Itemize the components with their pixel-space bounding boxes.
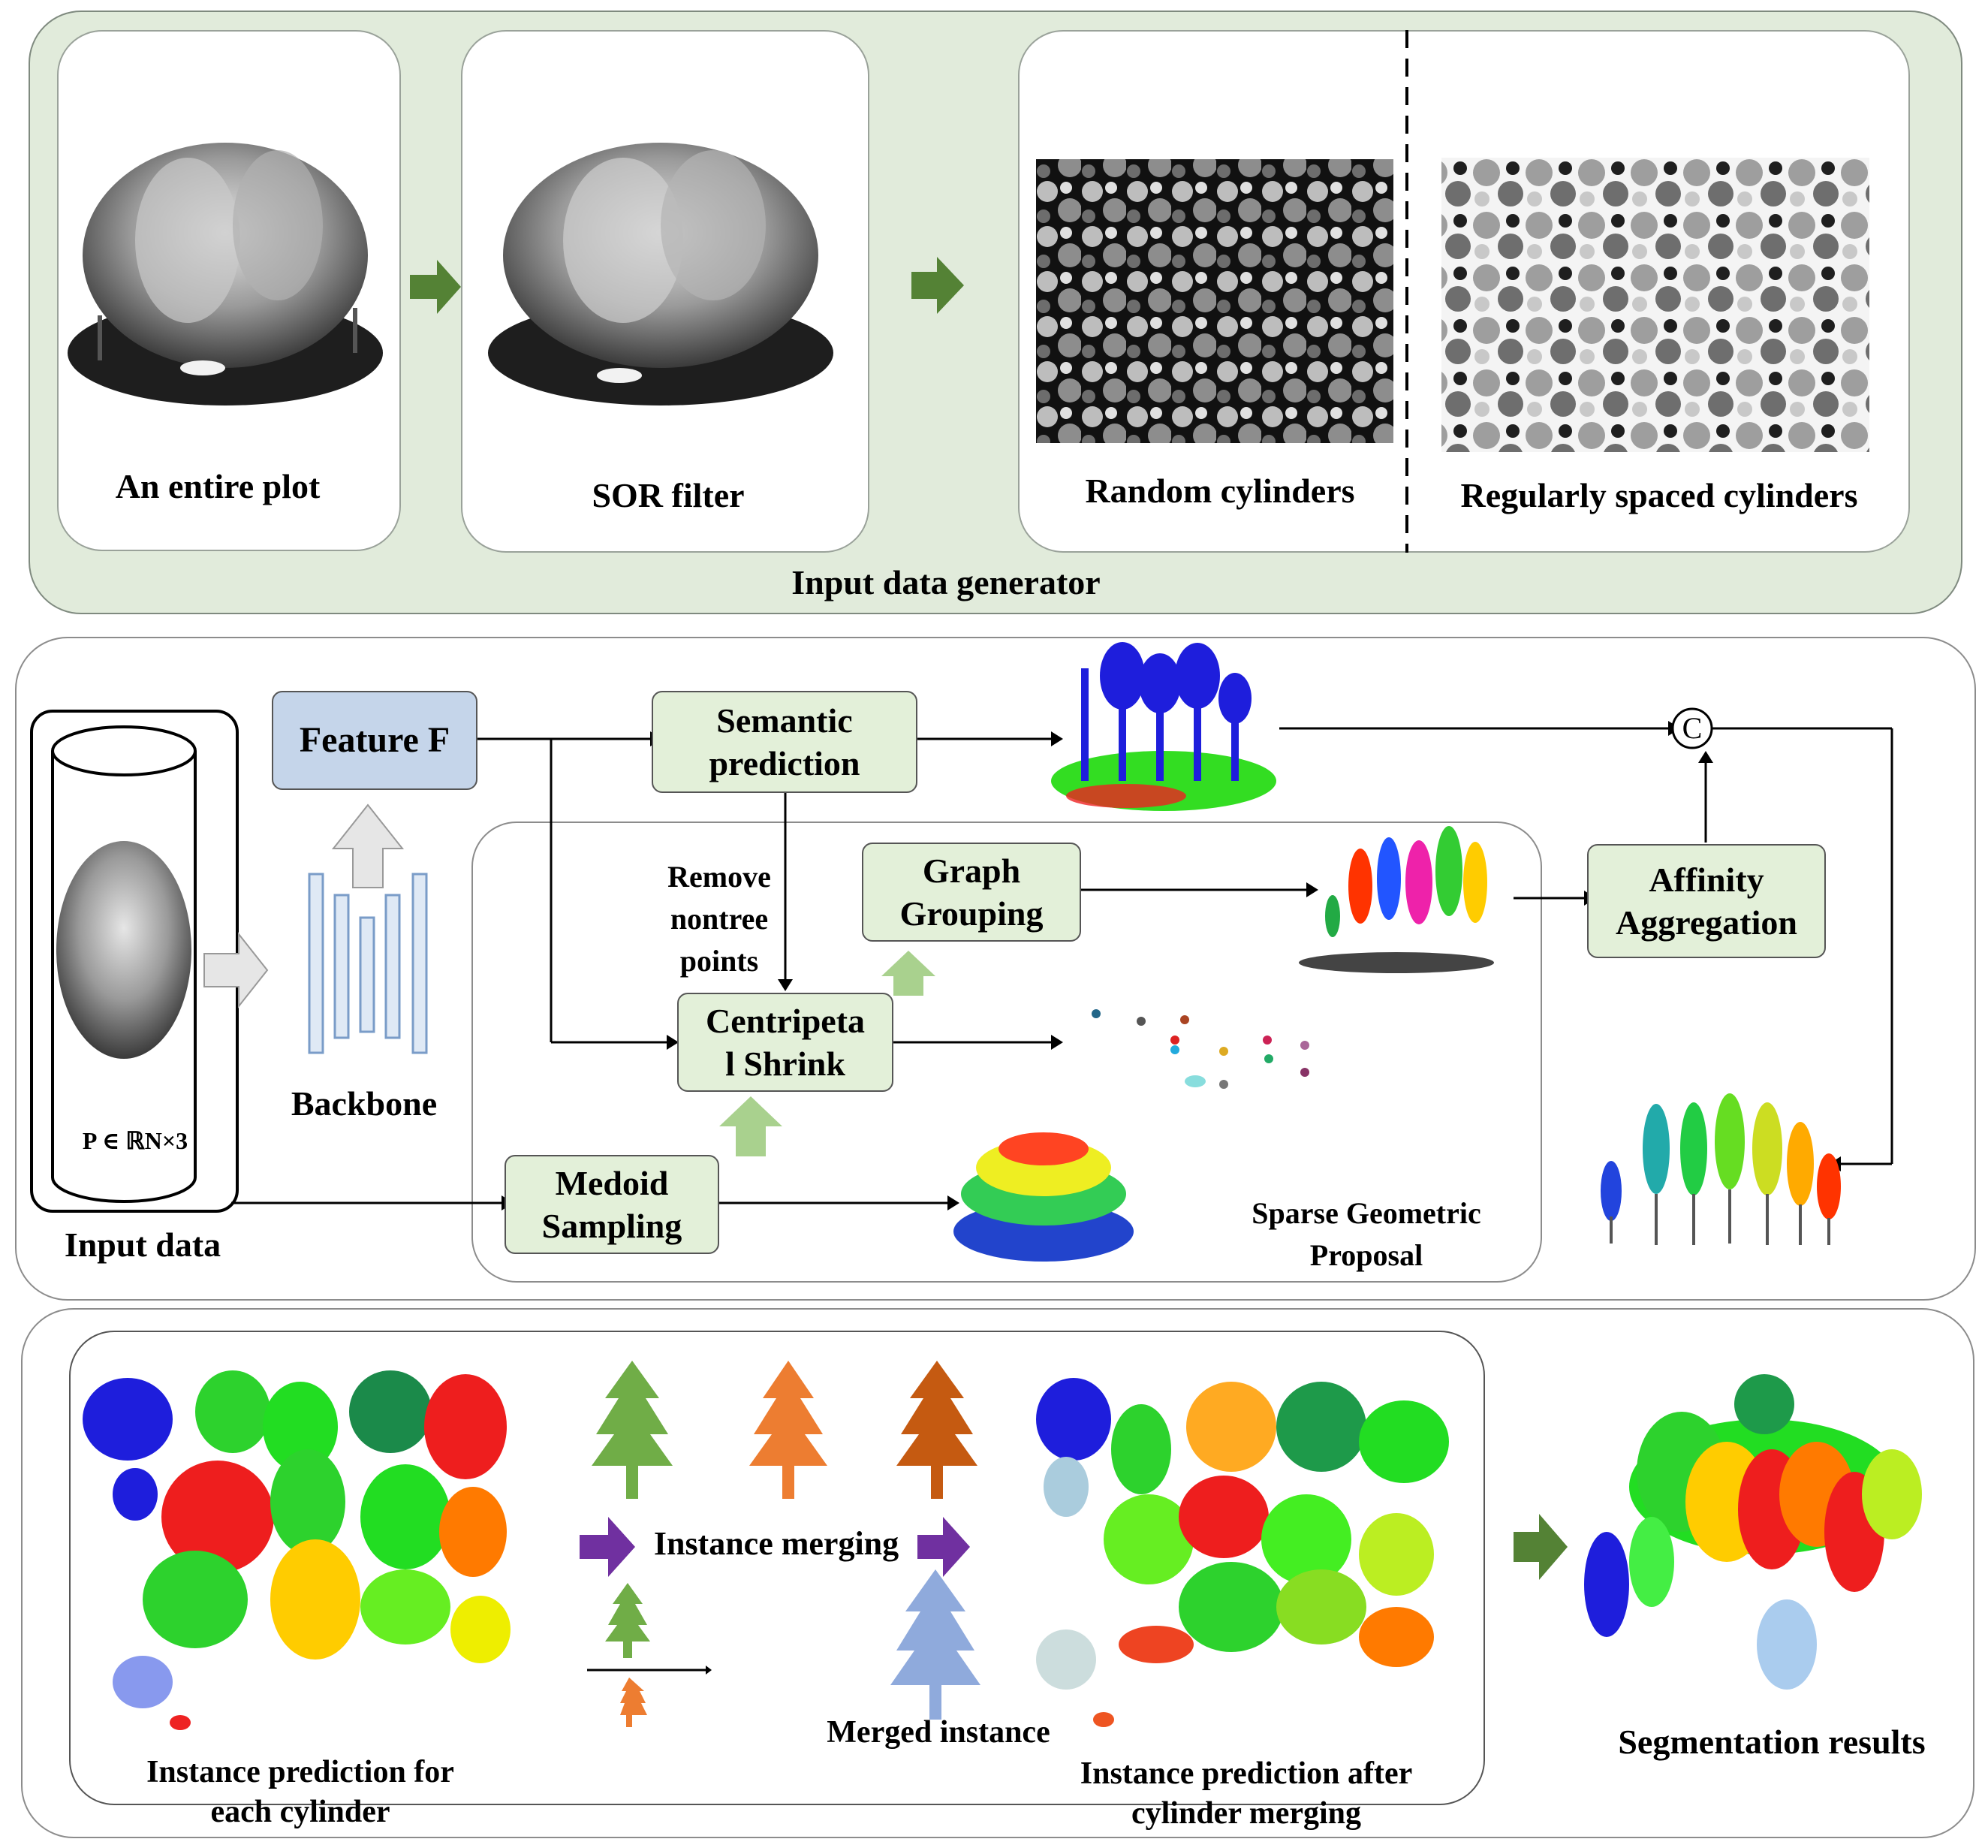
centripetal-line1: Centripeta	[705, 1001, 866, 1040]
connector-lines	[231, 727, 1893, 1204]
tree-icon	[620, 1678, 647, 1727]
right-caption: Instance prediction after cylinder mergi…	[1036, 1754, 1456, 1833]
arrow-up-icon	[331, 803, 405, 888]
affinity-line1: Affinity	[1649, 860, 1764, 899]
centroid-points-image	[1092, 1009, 1309, 1089]
arrow-right-icon	[580, 1517, 635, 1577]
arrow-right-icon	[917, 1517, 970, 1577]
semantic-line1: Semantic	[716, 701, 853, 740]
random-cylinders-label: Random cylinders	[1085, 472, 1355, 510]
remove-line1: Remove	[667, 860, 771, 894]
semantic-pointcloud-image	[1051, 642, 1276, 811]
arrow-right-icon	[1514, 1514, 1568, 1580]
sgp-line2: Proposal	[1309, 1238, 1423, 1272]
affinity-line2: Aggregation	[1616, 903, 1797, 942]
medoid-line2: Sampling	[541, 1207, 682, 1245]
concat-symbol: C	[1682, 711, 1703, 745]
random-cylinders-image	[1036, 159, 1393, 443]
instance-prediction-image	[83, 1370, 511, 1730]
segmentation-results-image	[1584, 1374, 1922, 1690]
right-caption-line2: cylinder merging	[1131, 1795, 1362, 1831]
concat-circle	[1671, 707, 1713, 749]
medoid-pointcloud-image	[953, 1132, 1134, 1262]
regular-cylinders-image	[1441, 158, 1869, 452]
remove-line2: nontree	[670, 902, 769, 936]
right-caption-line1: Instance prediction after	[1080, 1756, 1413, 1791]
medoid-line1: Medoid	[555, 1163, 669, 1202]
card1-label: An entire plot	[115, 467, 321, 505]
merged-prediction-image	[1036, 1378, 1449, 1727]
tree-icon	[896, 1361, 977, 1499]
merged-instance-label: Merged instance	[827, 1715, 1050, 1750]
input-formula: P ∈ ℝN×3	[82, 1127, 188, 1154]
tree-icon	[605, 1583, 650, 1658]
feature-f-box: Feature F	[272, 691, 477, 790]
final-instances-image	[1601, 1093, 1841, 1245]
tree-icon	[592, 1361, 673, 1499]
left-caption: Instance prediction for each cylinder	[90, 1753, 511, 1831]
grouping-pointcloud-image	[1299, 826, 1494, 973]
graph-line2: Grouping	[899, 894, 1044, 933]
tree-icon	[749, 1361, 827, 1499]
segmentation-results-label: Segmentation results	[1618, 1723, 1926, 1761]
backbone-label: Backbone	[291, 1084, 438, 1123]
arrow-up-icon	[719, 1096, 782, 1156]
arrow-right-icon	[911, 257, 964, 314]
input-pointcloud-image	[56, 841, 191, 1059]
graph-line1: Graph	[922, 851, 1021, 890]
remove-line3: points	[679, 944, 759, 978]
card2-label: SOR filter	[592, 476, 745, 514]
sor-filtered-pointcloud-image	[488, 143, 833, 405]
arrow-right-icon	[410, 260, 461, 314]
backbone-network-icon	[308, 873, 428, 1054]
input-data-label: Input data	[64, 1225, 221, 1264]
left-caption-line2: each cylinder	[210, 1794, 390, 1829]
left-caption-line1: Instance prediction for	[146, 1755, 454, 1789]
plot-pointcloud-image	[68, 143, 383, 405]
arrowhead	[706, 1666, 712, 1675]
semantic-prediction-box: Semantic prediction	[652, 691, 917, 793]
cylinder-icon	[51, 725, 197, 1203]
sgp-line1: Sparse Geometric	[1252, 1196, 1481, 1230]
centripetal-shrink-box: Centripeta l Shrink	[677, 993, 893, 1092]
centripetal-line2: l Shrink	[725, 1045, 845, 1083]
regular-cylinders-label: Regularly spaced cylinders	[1460, 476, 1858, 514]
instance-merging-label: Instance merging	[653, 1525, 899, 1562]
semantic-line2: prediction	[709, 744, 860, 782]
arrow-up-icon	[881, 951, 935, 996]
arrow-right-icon	[203, 932, 269, 1008]
sgp-label: Sparse Geometric Proposal	[1216, 1192, 1517, 1277]
merged-tree-icon	[890, 1569, 980, 1720]
panel-title: Input data generator	[791, 563, 1101, 601]
remove-nontree-label: Remove nontree points	[652, 856, 787, 982]
